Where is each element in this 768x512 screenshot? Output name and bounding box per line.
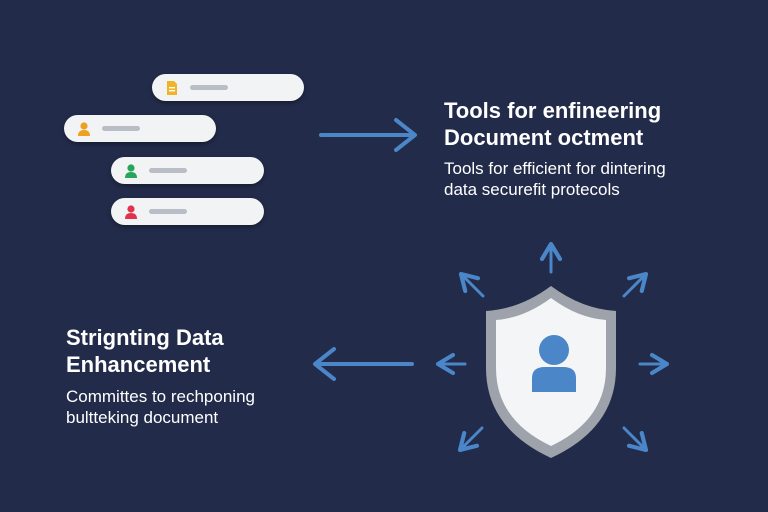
bottom-heading-line2: Enhancement (66, 352, 211, 377)
top-description-line1: Tools for efficient for dintering (444, 159, 666, 178)
placeholder-bar (102, 126, 140, 131)
user-icon (532, 335, 576, 392)
left-arrow-icon (313, 347, 414, 381)
bottom-heading-line1: Strignting Data (66, 325, 224, 350)
user-icon (125, 205, 137, 219)
list-item-user (111, 157, 264, 184)
top-heading-line2: Document octment (444, 125, 644, 150)
arrow-down-left-icon (457, 426, 484, 453)
list-item-document (152, 74, 304, 101)
bottom-description-line2: bultteking document (66, 408, 219, 427)
arrow-down-right-icon (622, 426, 649, 453)
document-icon (167, 81, 177, 95)
top-description-line2: data securefit protecols (444, 180, 620, 199)
top-heading-line1: Tools for enfineering (444, 98, 662, 123)
list-item-user (64, 115, 216, 142)
placeholder-bar (149, 209, 187, 214)
user-icon (78, 122, 90, 136)
arrow-up-left-icon (458, 271, 485, 298)
list-item-user (111, 198, 264, 225)
user-icon (125, 164, 137, 178)
arrow-up-right-icon (622, 271, 649, 298)
right-arrow-icon (319, 118, 417, 152)
placeholder-bar (190, 85, 228, 90)
bottom-description-line1: Committes to rechponing (66, 387, 255, 406)
placeholder-bar (149, 168, 187, 173)
